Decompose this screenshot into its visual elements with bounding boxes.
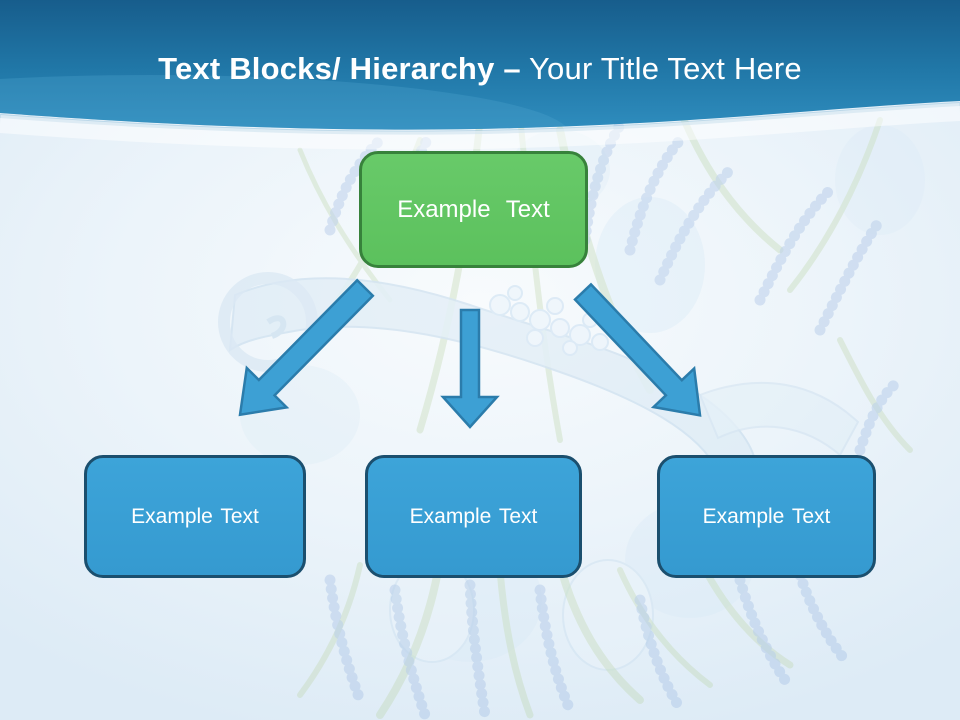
title-regular-segment: Your Title Text Here [529, 51, 802, 86]
child-node-3[interactable]: Example Text [657, 455, 876, 578]
down-arrow-icon[interactable] [440, 308, 500, 429]
down-right-arrow-icon[interactable] [563, 273, 721, 435]
down-left-arrow-icon[interactable] [220, 268, 385, 434]
root-node[interactable]: Example Text [359, 151, 588, 268]
child-node-label: Example Text [409, 504, 538, 528]
child-node-label: Example Text [131, 504, 259, 528]
child-node-1[interactable]: Example Text [84, 455, 306, 578]
child-node-2[interactable]: Example Text [365, 455, 582, 578]
header-band [0, 0, 960, 150]
root-node-label: Example Text [397, 195, 550, 223]
title-bold-segment: Text Blocks/ Hierarchy – [158, 51, 521, 86]
child-node-label: Example Text [702, 504, 831, 528]
slide-title[interactable]: Text Blocks/ Hierarchy – Your Title Text… [0, 50, 960, 88]
